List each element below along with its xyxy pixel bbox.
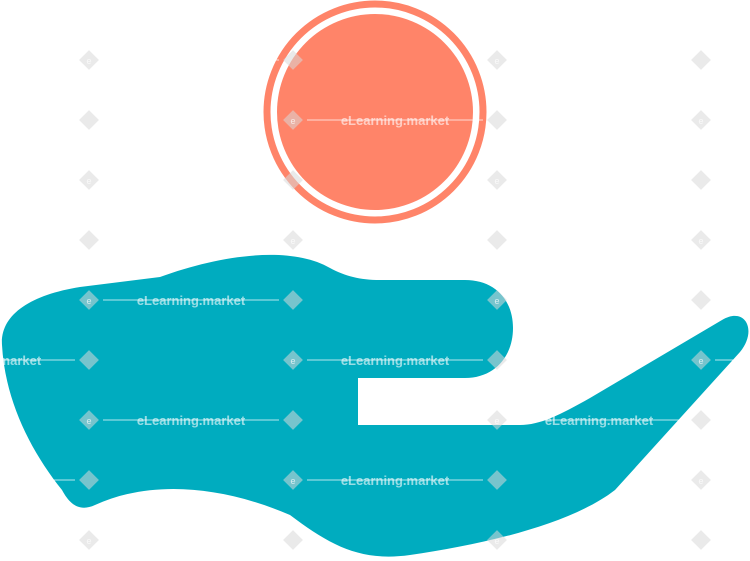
coin-icon xyxy=(263,0,487,224)
watermark-diamond xyxy=(79,110,99,130)
watermark-diamond xyxy=(283,530,303,550)
watermark-text: eLearning.market xyxy=(137,173,246,188)
watermark-text: eLearning.market xyxy=(545,413,654,428)
watermark-diamond xyxy=(487,470,507,490)
watermark-badge-letter: e xyxy=(698,116,703,126)
watermark-diamond xyxy=(79,230,99,250)
watermark-diamond xyxy=(487,230,507,250)
watermark-text: eLearning.market xyxy=(749,473,750,488)
watermark-text: eLearning.market xyxy=(137,53,246,68)
watermark-diamond xyxy=(79,470,99,490)
watermark-text: eLearning.market xyxy=(0,113,42,128)
watermark-diamond xyxy=(487,110,507,130)
watermark-diamond xyxy=(691,290,711,310)
watermark-text: eLearning.market xyxy=(341,233,450,248)
watermark-badge-letter: e xyxy=(86,56,91,66)
watermark-badge-letter: e xyxy=(86,176,91,186)
watermark-diamond xyxy=(79,350,99,370)
watermark-diamond xyxy=(79,170,99,190)
watermark-diamond xyxy=(283,230,303,250)
watermark-badge-letter: e xyxy=(290,476,295,486)
watermark-diamond xyxy=(79,290,99,310)
watermark-text: eLearning.market xyxy=(545,533,654,548)
watermark-diamond xyxy=(283,290,303,310)
watermark-diamond xyxy=(487,290,507,310)
watermark-diamond xyxy=(79,410,99,430)
watermark-text: eLearning.market xyxy=(749,353,750,368)
watermark-text: eLearning.market xyxy=(545,173,654,188)
watermark-diamond xyxy=(487,410,507,430)
watermark-badge-letter: e xyxy=(494,536,499,546)
watermark-diamond xyxy=(283,50,303,70)
watermark-text: eLearning.market xyxy=(341,353,450,368)
watermark-text: eLearning.market xyxy=(341,113,450,128)
watermark-text: eLearning.market xyxy=(749,233,750,248)
watermark-diamond xyxy=(691,530,711,550)
watermark-text: eLearning.market xyxy=(137,533,246,548)
watermark-badge-letter: e xyxy=(86,296,91,306)
open-hand-icon xyxy=(1,254,749,557)
watermark-badge-letter: e xyxy=(698,356,703,366)
watermark-badge-letter: e xyxy=(290,236,295,246)
watermark-badge-letter: e xyxy=(290,356,295,366)
watermark-badge-letter: e xyxy=(494,416,499,426)
watermark-badge-letter: e xyxy=(494,296,499,306)
watermark-diamond xyxy=(487,350,507,370)
watermark-text: eLearning.market xyxy=(341,473,450,488)
watermark-text: eLearning.market xyxy=(0,473,42,488)
watermark-diamond xyxy=(283,110,303,130)
watermark-diamond xyxy=(691,410,711,430)
watermark-text: eLearning.market xyxy=(545,293,654,308)
watermark-text: eLearning.market xyxy=(0,353,42,368)
watermark-diamond xyxy=(487,50,507,70)
watermark-text: eLearning.market xyxy=(545,53,654,68)
watermark-diamond xyxy=(283,170,303,190)
watermark-diamond xyxy=(691,170,711,190)
watermark-badge-letter: e xyxy=(494,176,499,186)
watermark-badge-letter: e xyxy=(698,236,703,246)
watermark-badge-letter: e xyxy=(290,116,295,126)
watermark-layer: eLearning.market e eLearning.market e eLearn… xyxy=(0,50,750,550)
watermark-badge-letter: e xyxy=(86,536,91,546)
watermark-diamond xyxy=(487,530,507,550)
watermark-text: eLearning.market xyxy=(137,413,246,428)
watermark-diamond xyxy=(691,50,711,70)
watermark-diamond xyxy=(691,350,711,370)
watermark-badge-letter: e xyxy=(494,56,499,66)
watermark-text: eLearning.market xyxy=(0,233,42,248)
watermark-text: eLearning.market xyxy=(749,113,750,128)
watermark-badge-letter: e xyxy=(698,476,703,486)
watermark-badge-letter: e xyxy=(86,416,91,426)
watermark-diamond xyxy=(487,170,507,190)
coin-face xyxy=(277,14,473,210)
watermark-diamond xyxy=(283,350,303,370)
watermark-diamond xyxy=(283,410,303,430)
watermark-text: eLearning.market xyxy=(137,293,246,308)
watermark-diamond xyxy=(79,50,99,70)
watermark-diamond xyxy=(691,470,711,490)
coin-outer-ring xyxy=(263,0,487,224)
watermark-diamond xyxy=(283,470,303,490)
